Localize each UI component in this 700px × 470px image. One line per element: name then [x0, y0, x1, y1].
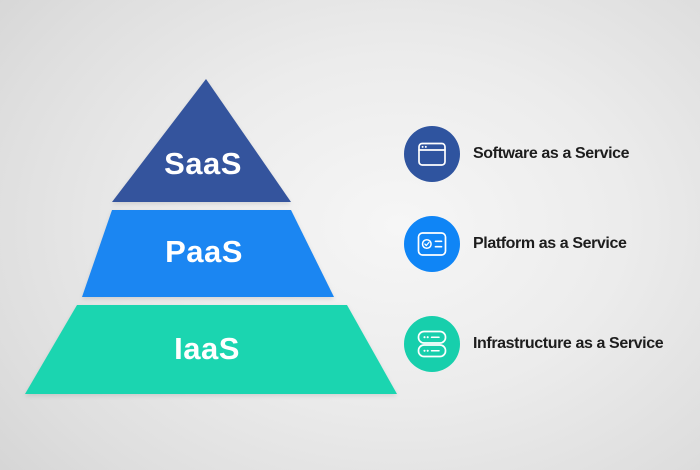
paas-layer-label: PaaS: [165, 234, 243, 269]
iaas-layer-label: IaaS: [174, 331, 240, 366]
iaas-pyramid-layer: [25, 305, 397, 394]
legend-item-saas: Software as a Service: [404, 126, 630, 182]
paas-pyramid-layer: [82, 210, 334, 297]
saas-pyramid-layer: [112, 79, 291, 202]
server-stack-icon: [404, 316, 460, 372]
legend-item-label: Infrastructure as a Service: [473, 335, 664, 352]
legend-item-label: Platform as a Service: [473, 235, 627, 252]
saas-layer-label: SaaS: [164, 146, 242, 181]
legend-item-label: Software as a Service: [473, 145, 630, 162]
checklist-icon: [404, 216, 460, 272]
legend-item-iaas: Infrastructure as a Service: [404, 316, 664, 372]
browser-window-icon: [404, 126, 460, 182]
legend-item-paas: Platform as a Service: [404, 216, 627, 272]
